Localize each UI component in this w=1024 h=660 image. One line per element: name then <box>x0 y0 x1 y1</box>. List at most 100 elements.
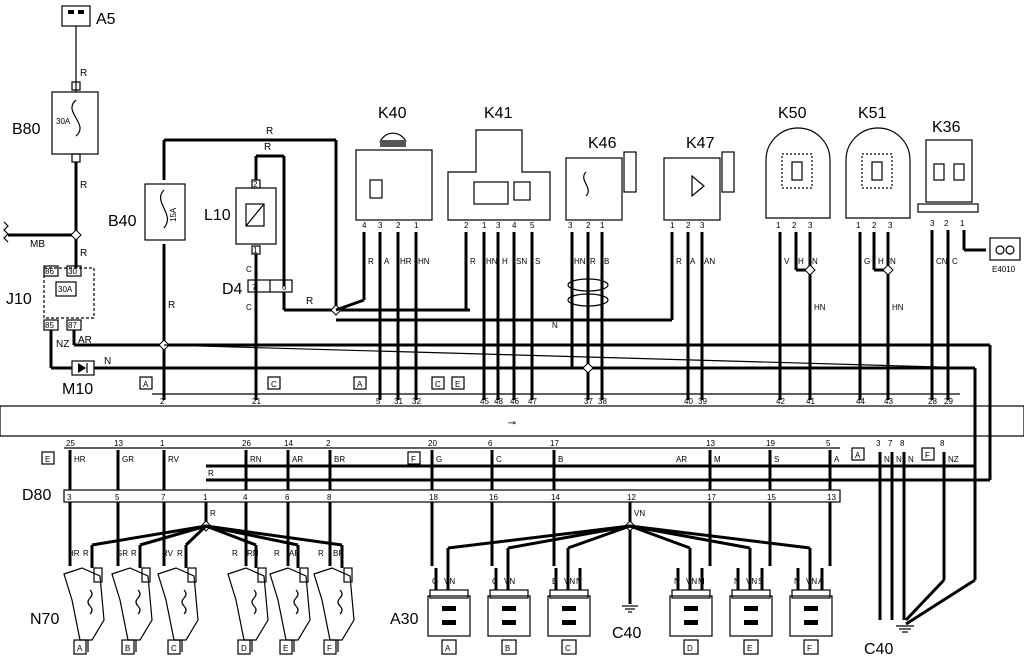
lower-pin: 20 <box>428 439 437 448</box>
d4-pin: 6 <box>282 283 287 292</box>
d80-pin: 1 <box>203 493 208 502</box>
wire-label: R <box>177 549 183 558</box>
c40-label: C40 <box>612 625 641 642</box>
wire-label: R <box>210 509 216 518</box>
k41-label: K41 <box>484 105 513 122</box>
conn-tag: E <box>455 380 460 389</box>
wire-label: HN <box>814 303 826 312</box>
upper-pin: 31 <box>394 397 403 406</box>
wire-label: BR <box>334 455 345 464</box>
wire-label: HR <box>400 257 412 266</box>
upper-pin: 37 <box>584 397 593 406</box>
upper-pin: 38 <box>598 397 607 406</box>
wire-label: VN <box>444 577 455 586</box>
wire-label: HR <box>68 549 80 558</box>
lower-pin: 13 <box>114 439 123 448</box>
k50-label: K50 <box>778 105 807 122</box>
k40-pin: 4 <box>362 221 367 230</box>
wire-label: C <box>496 455 502 464</box>
connector-d4: 7 6 D4 <box>222 279 293 298</box>
upper-pin: 47 <box>528 397 537 406</box>
l10-label: L10 <box>204 207 231 224</box>
k40-pin: 2 <box>396 221 401 230</box>
upper-pin: 29 <box>944 397 953 406</box>
conn-tag: C <box>435 380 441 389</box>
wire-label: M <box>714 455 721 464</box>
k46-pin: 3 <box>568 221 573 230</box>
k41-pin: 3 <box>496 221 501 230</box>
sensor-k51: K51 1 2 3 <box>845 105 911 230</box>
ecu-harness-lower-tags: E F A F <box>41 447 935 465</box>
wire-label: RV <box>168 455 180 464</box>
wire-label: R <box>168 300 175 311</box>
wire-label: GR <box>116 549 128 558</box>
wire-label: VN <box>806 577 817 586</box>
wire-label: R <box>208 469 214 478</box>
ground-c40-center: C40 <box>612 530 641 642</box>
lower-pin: 19 <box>766 439 775 448</box>
sensor-k36: K36 3 2 1 <box>917 119 979 228</box>
wire-label: A <box>834 455 840 464</box>
wire-label: R <box>318 549 324 558</box>
wire-label: RV <box>162 549 174 558</box>
wire-label: R <box>266 126 273 137</box>
wire-label: VN <box>746 577 757 586</box>
lower-pin: 5 <box>826 439 831 448</box>
d80-pin: 18 <box>429 493 438 502</box>
coil-tag: A <box>445 644 451 653</box>
d80-pin: 3 <box>67 493 72 502</box>
wire-label: C <box>246 303 252 312</box>
sensor-k50: K50 1 2 3 <box>765 105 831 230</box>
wire-label: N <box>890 257 896 266</box>
wire-label: H <box>798 257 804 266</box>
conn-tag: A <box>143 380 149 389</box>
wire-label: R <box>80 68 87 79</box>
wire-label: R <box>264 142 271 153</box>
lower-pin: 3 <box>876 439 881 448</box>
coil-tag: D <box>687 644 693 653</box>
upper-pin: 2 <box>160 397 165 406</box>
relay-l10: R 2 1 L10 <box>204 142 286 286</box>
k47-pin: 2 <box>686 221 691 230</box>
wire-label: R <box>83 549 89 558</box>
wire-label: CN <box>936 257 948 266</box>
d80-pin: 6 <box>285 493 290 502</box>
wire-label: N <box>552 321 558 330</box>
lower-pin: 2 <box>326 439 331 448</box>
wire-label: R <box>232 549 238 558</box>
sensor-k47: K47 1 2 3 <box>663 135 735 230</box>
coil-tag: C <box>565 644 571 653</box>
battery-a5: A5 <box>61 5 116 28</box>
d80-pin: 17 <box>707 493 716 502</box>
wire-label: AN <box>704 257 715 266</box>
upper-pin: 5 <box>376 397 381 406</box>
wire-label: BR <box>333 549 344 558</box>
wire-label: H <box>502 257 508 266</box>
c40-label: C40 <box>864 641 893 658</box>
lower-pin: 1 <box>160 439 165 448</box>
j10-pin: 30 <box>68 267 77 276</box>
wire-label: AR <box>292 455 303 464</box>
wire-label: AR <box>676 455 687 464</box>
upper-pin: 41 <box>806 397 815 406</box>
coil-tag: E <box>747 644 752 653</box>
lower-pin: 13 <box>706 439 715 448</box>
b80-label: B80 <box>12 121 41 138</box>
upper-pin: 45 <box>480 397 489 406</box>
coil-tag: B <box>505 644 510 653</box>
wire-label: N <box>896 455 902 464</box>
wire-label: N <box>908 455 914 464</box>
k51-label: K51 <box>858 105 887 122</box>
injector-tag: A <box>77 644 83 653</box>
wire-label: MB <box>30 239 45 250</box>
k47-pin: 1 <box>670 221 675 230</box>
k51-pin: 1 <box>856 221 861 230</box>
wire-label: H <box>878 257 884 266</box>
k46-pin: 1 <box>600 221 605 230</box>
